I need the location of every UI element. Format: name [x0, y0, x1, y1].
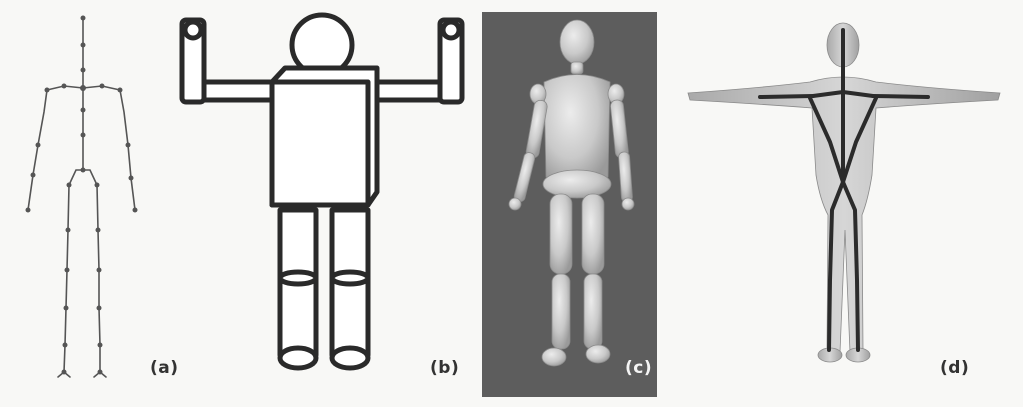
panel-b-label: (b) — [430, 358, 460, 378]
box-figure-graphic — [179, 12, 465, 371]
mannequin-graphic — [508, 19, 635, 367]
panel-b-box-figure — [172, 0, 472, 407]
panel-d-label: (d) — [940, 358, 970, 378]
stick-skeleton-graphic — [25, 15, 138, 378]
panel-a-skeleton — [0, 0, 180, 407]
panel-d-mesh — [680, 0, 1010, 407]
mesh-skeleton-graphic — [687, 22, 1001, 363]
panel-a-label: (a) — [150, 358, 179, 378]
panel-c-mannequin — [482, 12, 657, 397]
panel-c-label: (c) — [625, 358, 653, 378]
